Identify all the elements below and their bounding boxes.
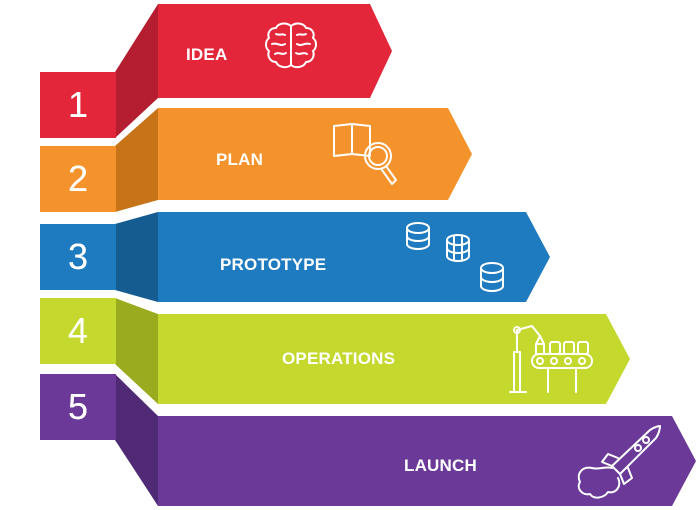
book-magnifier-icon: [333, 123, 397, 185]
robot-arm-conveyor-icon: [509, 325, 593, 393]
step-3-arrow: [158, 212, 550, 302]
step-2-side: [115, 108, 158, 212]
step-4-label: OPERATIONS: [282, 349, 396, 368]
step-4-side: [115, 298, 158, 404]
step-3-label: PROTOTYPE: [220, 255, 327, 274]
step-1-arrow: [158, 4, 392, 98]
cylinders-icon: [406, 222, 504, 292]
step-1-number-block: [40, 72, 116, 138]
step-2-number: 2: [67, 158, 89, 199]
step-4-number-block: [40, 298, 116, 364]
step-1-side: [115, 4, 158, 138]
step-4-number: 4: [67, 310, 89, 351]
step-5-label: LAUNCH: [404, 456, 477, 475]
step-5-number: 5: [67, 386, 89, 427]
step-3-side: [115, 212, 158, 302]
step-2-arrow: [158, 108, 472, 200]
step-4-arrow: [158, 314, 630, 404]
step-3-number: 3: [67, 236, 89, 277]
rocket-icon: [577, 425, 661, 499]
step-3-number-block: [40, 224, 116, 290]
step-5-number-block: [40, 374, 116, 440]
brain-icon: [265, 22, 317, 69]
step-5-side: [115, 374, 158, 506]
step-2-label: PLAN: [216, 150, 264, 169]
step-2-number-block: [40, 146, 116, 212]
step-1-label: IDEA: [186, 45, 228, 64]
step-5-arrow: [158, 416, 696, 506]
step-1-number: 1: [67, 84, 89, 125]
